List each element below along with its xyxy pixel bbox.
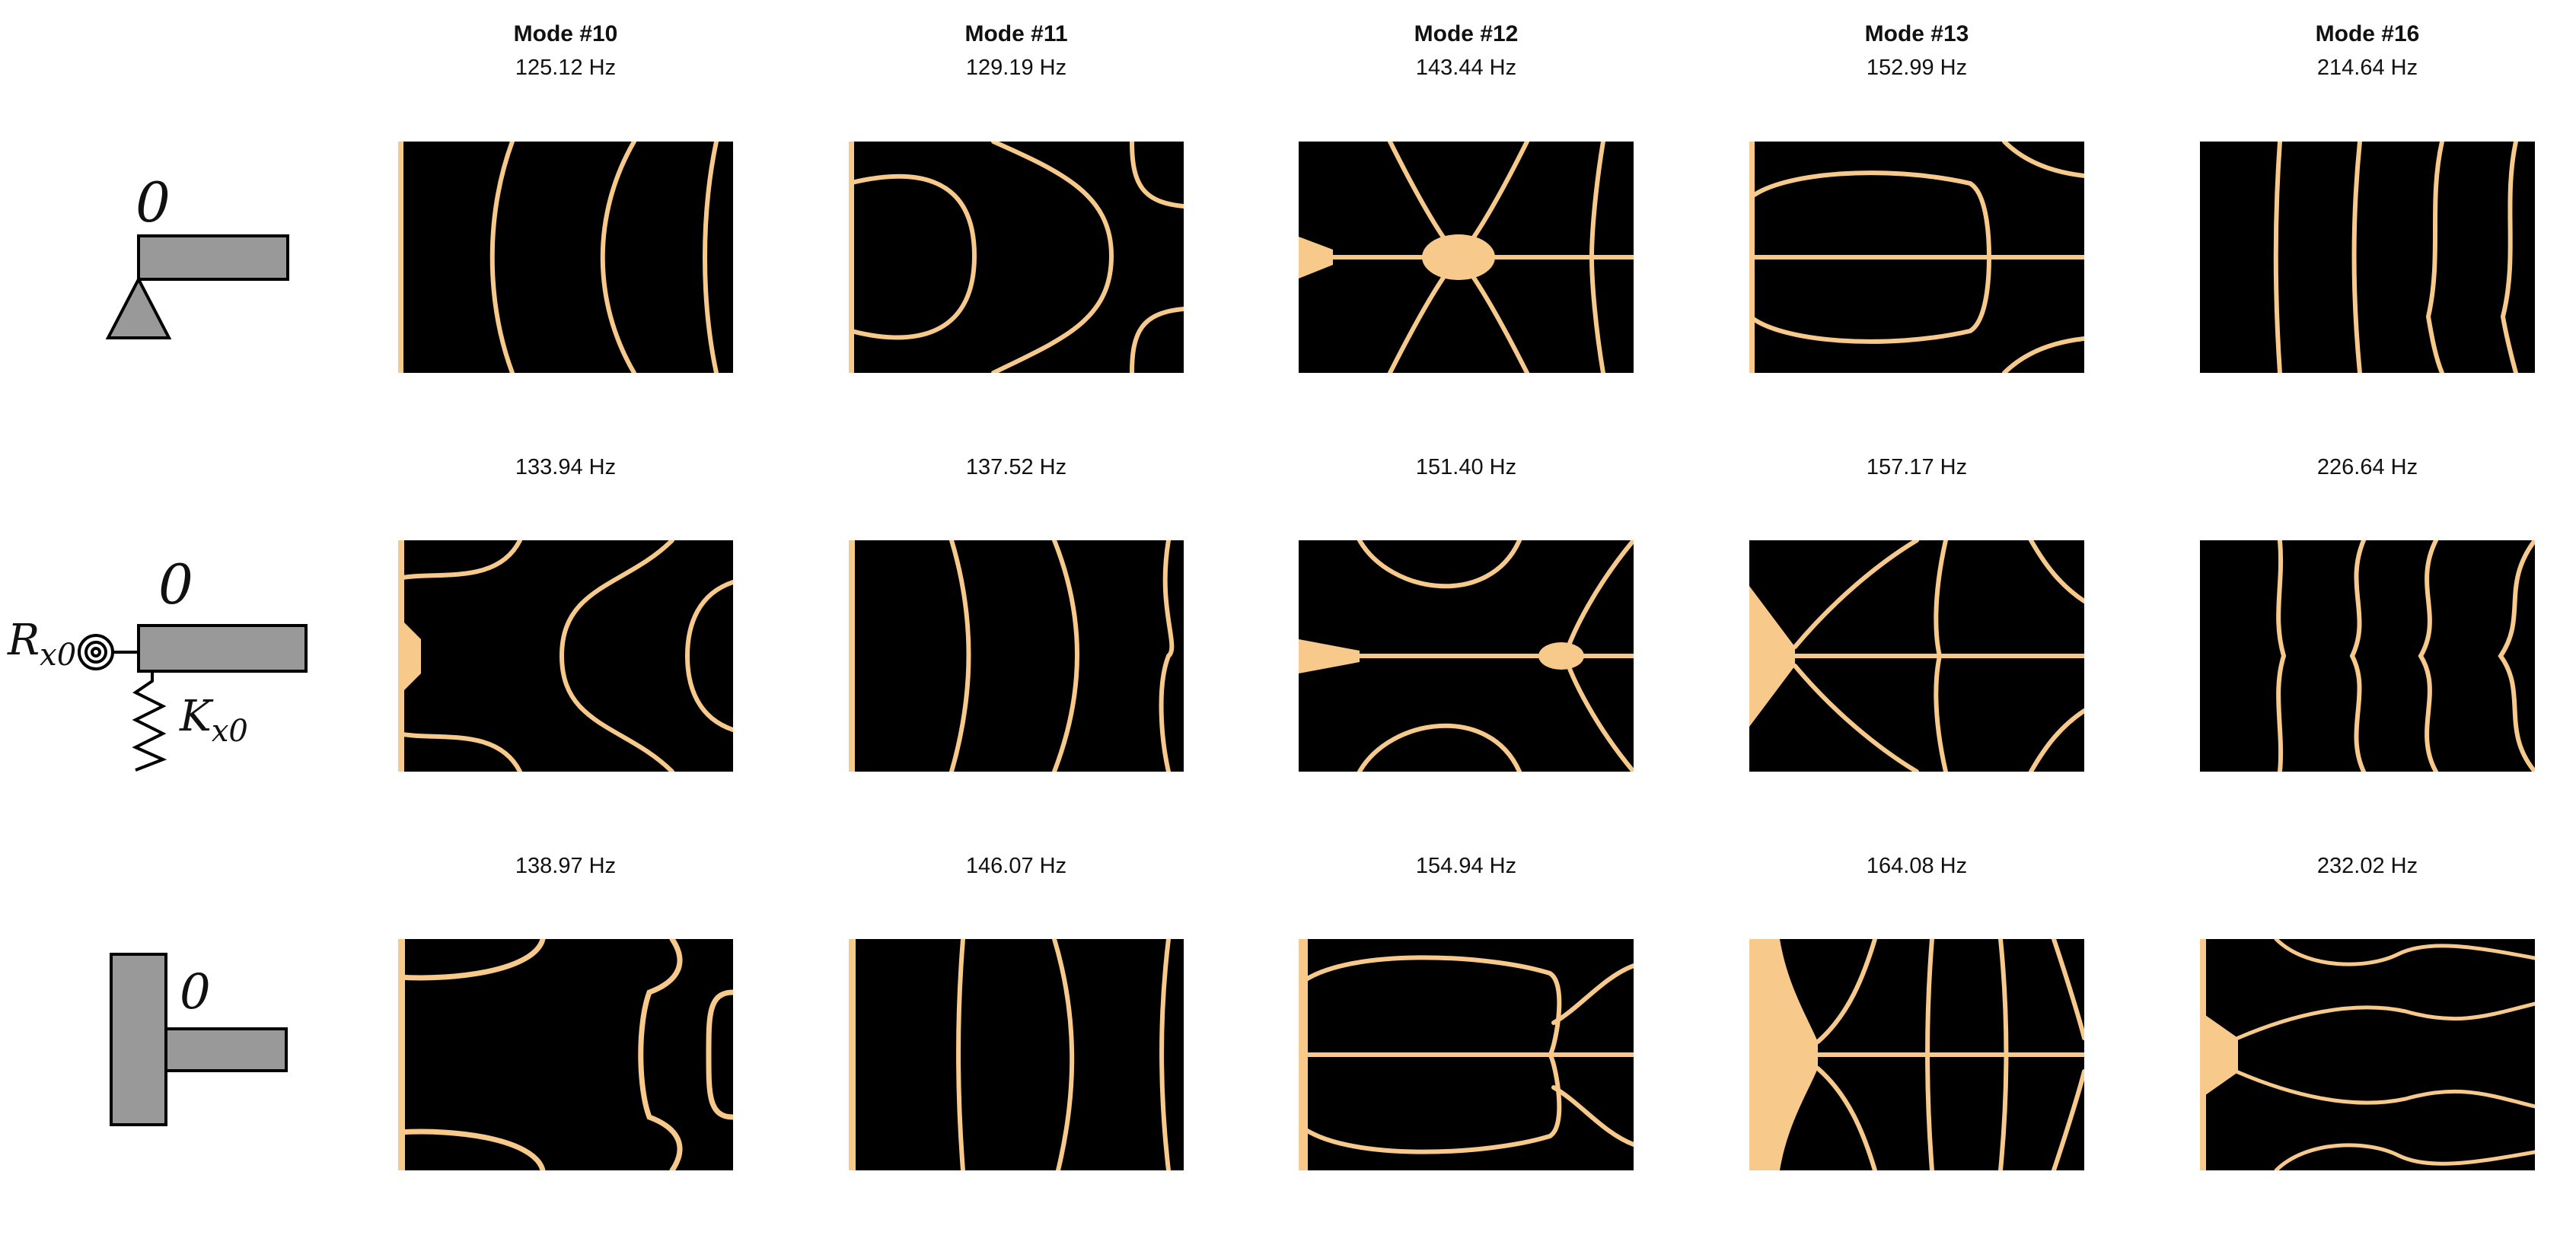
mode-shape-r3-c1 [398,939,733,1170]
freq-r2-c2: 137.52 Hz [965,455,1067,479]
bc-symbol-row3: 0 [107,951,297,1134]
nodal-pattern-r1-c3 [1299,142,1634,373]
freq-r3-c2: 146.07 Hz [965,854,1067,878]
freq-r3-c5: 232.02 Hz [2316,854,2418,878]
freq-r3-c4: 164.08 Hz [1866,854,1968,878]
freq-r1-c4: 152.99 Hz [1866,56,1968,80]
nodal-pattern-r3-c3 [1299,939,1634,1170]
freq-r2-c3: 151.40 Hz [1415,455,1517,479]
bc-symbol-row2: 0 Rx0 Kx0 [0,552,312,776]
nodal-pattern-r1-c2 [849,142,1184,373]
nodal-pattern-r3-c1 [398,939,733,1170]
nodal-pattern-r2-c1 [398,540,733,772]
spring-stiffness-label: Kx0 [180,692,248,750]
mode-title-col1: Mode #10 [513,21,618,46]
mode-shape-r1-c1 [398,142,733,373]
mode-shape-r1-c4 [1749,142,2084,373]
freq-r2-c1: 133.94 Hz [515,455,617,479]
nodal-pattern-r3-c2 [849,939,1171,1170]
mode-shape-r3-c4 [1749,939,2084,1170]
mode-shape-r1-c2 [849,142,1184,373]
mode-shape-r2-c5 [2200,540,2535,772]
freq-r1-c3: 143.44 Hz [1415,56,1517,80]
translational-spring-icon [132,671,167,772]
freq-r2-c4: 157.17 Hz [1866,455,1968,479]
nodal-pattern-r1-c4 [1749,142,2084,373]
freq-r3-c3: 154.94 Hz [1415,854,1517,878]
origin-label-row2: 0 [158,552,193,616]
rotational-stiffness-label: Rx0 [8,616,77,673]
mode-shape-r2-c2 [849,540,1184,772]
mode-title-col2: Mode #11 [964,21,1068,46]
mode-shape-r3-c2 [849,939,1184,1170]
freq-r1-c1: 125.12 Hz [515,56,617,80]
mode-shape-r2-c1 [398,540,733,772]
nodal-pattern-r2-c4 [1749,540,2084,772]
mode-title-col3: Mode #12 [1414,21,1519,46]
nodal-pattern-r2-c3 [1299,540,1634,772]
nodal-pattern-r2-c5 [2276,540,2535,772]
mode-shape-r1-c5 [2200,142,2535,373]
nodal-pattern-r1-c5 [2273,142,2518,373]
freq-r2-c5: 226.64 Hz [2316,455,2418,479]
nodal-pattern-r2-c2 [849,540,1175,772]
mode-shape-r2-c3 [1299,540,1634,772]
mode-shape-r3-c5 [2200,939,2535,1170]
pin-support-icon [105,234,289,339]
bc-symbol-row1: 0 [99,170,297,350]
origin-label-row1: 0 [135,170,171,234]
rotational-spring-icon [78,634,115,670]
mode-shape-r1-c3 [1299,142,1634,373]
nodal-pattern-r3-c5 [2200,939,2535,1170]
mode-shape-r3-c3 [1299,939,1634,1170]
freq-r3-c1: 138.97 Hz [515,854,617,878]
mode-title-col5: Mode #16 [2315,21,2420,46]
freq-r1-c5: 214.64 Hz [2316,56,2418,80]
origin-label-row3: 0 [180,964,211,1020]
nodal-pattern-r3-c4 [1749,939,2084,1170]
mode-shape-r2-c4 [1749,540,2084,772]
elastic-support-icon [78,624,308,772]
clamped-support-icon [110,953,288,1126]
mode-title-col4: Mode #13 [1864,21,1969,46]
nodal-pattern-r1-c1 [398,142,719,373]
freq-r1-c2: 129.19 Hz [965,56,1067,80]
